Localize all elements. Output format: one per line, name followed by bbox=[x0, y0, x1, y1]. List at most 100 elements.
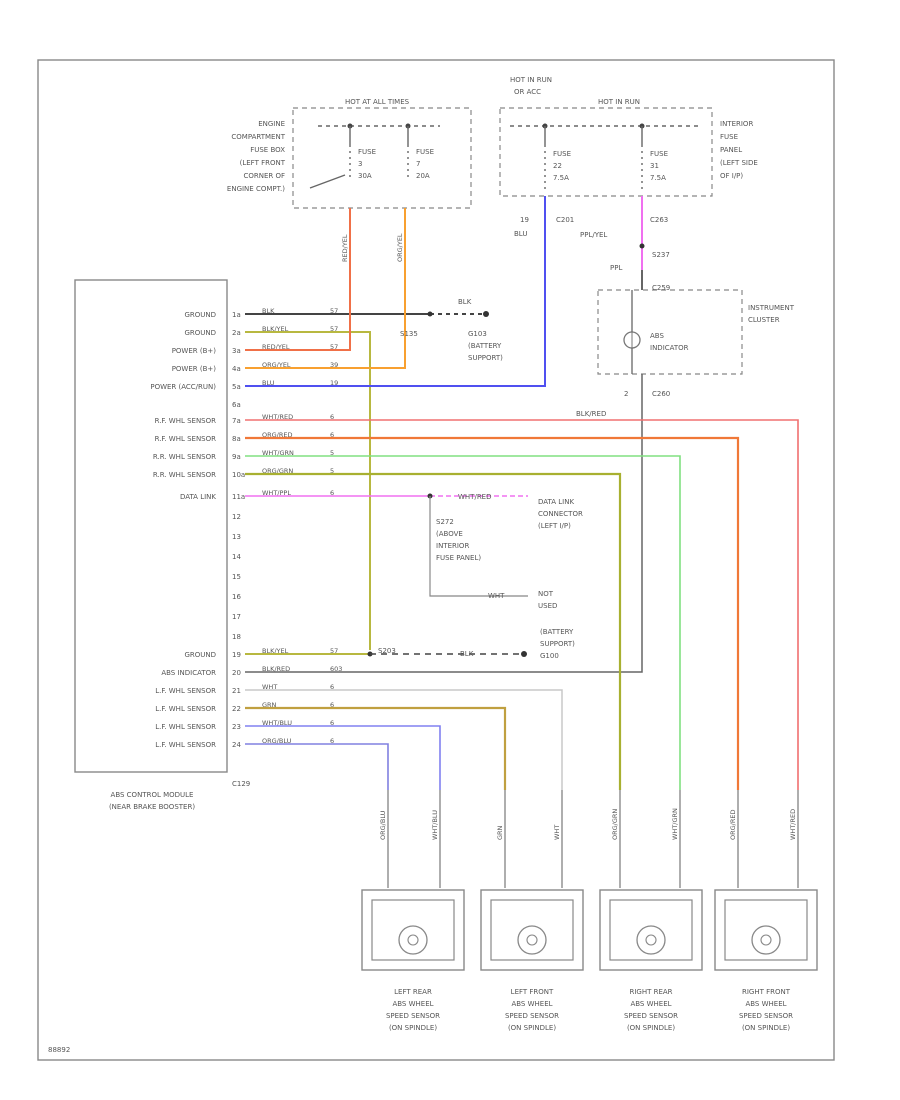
svg-text:WHT: WHT bbox=[488, 592, 505, 600]
svg-text:(BATTERY: (BATTERY bbox=[540, 628, 574, 636]
sensor-name-line: (ON SPINDLE) bbox=[389, 1024, 437, 1032]
splice-dot bbox=[521, 651, 527, 657]
wire bbox=[245, 374, 643, 673]
wire bbox=[429, 496, 528, 597]
sensor-name-line: RIGHT REAR bbox=[629, 988, 672, 996]
wire bbox=[245, 240, 546, 387]
svg-text:7.5A: 7.5A bbox=[553, 174, 569, 182]
svg-text:C201: C201 bbox=[556, 216, 574, 224]
circuit-number: 6 bbox=[330, 683, 334, 691]
pin-number: 12 bbox=[232, 513, 241, 521]
svg-text:FUSE: FUSE bbox=[553, 150, 571, 158]
wire bbox=[245, 706, 507, 790]
svg-text:INSTRUMENT: INSTRUMENT bbox=[748, 304, 795, 312]
pin-number: 8a bbox=[232, 435, 241, 443]
circuit-number: 5 bbox=[330, 449, 334, 457]
wire-color-label: ORG/BLU bbox=[262, 737, 292, 745]
module-pin-row: 12 bbox=[232, 513, 241, 521]
sensor-wire-label: ORG/BLU bbox=[379, 810, 387, 840]
wire bbox=[245, 436, 740, 790]
wire bbox=[245, 208, 351, 351]
sensor-body bbox=[599, 889, 703, 971]
wire-color-label: WHT bbox=[262, 683, 277, 691]
svg-text:CLUSTER: CLUSTER bbox=[748, 316, 780, 324]
sensor-wire-label: WHT bbox=[553, 825, 561, 840]
pin-function-label: L.F. WHL SENSOR bbox=[155, 723, 216, 731]
abs-control-module: C129 ABS CONTROL MODULE (NEAR BRAKE BOOS… bbox=[74, 279, 250, 811]
wire-color-label: BLK bbox=[262, 307, 275, 315]
pin-function-label: R.R. WHL SENSOR bbox=[153, 471, 216, 479]
sensor-wire-label: ORG/GRN bbox=[611, 809, 619, 840]
wire-color-label: GRN bbox=[262, 701, 277, 709]
svg-text:CORNER OF: CORNER OF bbox=[243, 172, 285, 180]
svg-text:NOT: NOT bbox=[538, 590, 554, 598]
svg-text:SUPPORT): SUPPORT) bbox=[540, 640, 575, 648]
svg-text:(BATTERY: (BATTERY bbox=[468, 342, 502, 350]
svg-text:7.5A: 7.5A bbox=[650, 174, 666, 182]
sensor-wire-label: GRN bbox=[496, 825, 504, 840]
splice-dot bbox=[639, 243, 645, 249]
circuit-number: 57 bbox=[330, 325, 338, 333]
circuit-number: 5 bbox=[330, 467, 334, 475]
svg-text:S203: S203 bbox=[378, 647, 396, 655]
svg-text:PPL: PPL bbox=[610, 264, 622, 272]
module-pin-row: 17 bbox=[232, 613, 241, 621]
circuit-number: 57 bbox=[330, 647, 338, 655]
pin-number: 17 bbox=[232, 613, 241, 621]
svg-text:(LEFT SIDE: (LEFT SIDE bbox=[720, 159, 758, 167]
sensor-name-line: SPEED SENSOR bbox=[505, 1012, 559, 1020]
svg-text:FUSE PANEL): FUSE PANEL) bbox=[436, 554, 481, 562]
pin-number: 11a bbox=[232, 493, 245, 501]
pin-number: 4a bbox=[232, 365, 241, 373]
svg-text:BLU: BLU bbox=[514, 230, 527, 238]
wire bbox=[245, 472, 622, 790]
pin-function-label: L.F. WHL SENSOR bbox=[155, 741, 216, 749]
pin-number: 6a bbox=[232, 401, 241, 409]
svg-text:19: 19 bbox=[520, 216, 529, 224]
wire-color-label: RED/YEL bbox=[262, 343, 290, 351]
sensor-wire-label: ORG/RED bbox=[729, 810, 737, 841]
pin-number: 23 bbox=[232, 723, 241, 731]
svg-text:ABS: ABS bbox=[650, 332, 664, 340]
svg-text:20A: 20A bbox=[416, 172, 430, 180]
wire-color-label: WHT/BLU bbox=[262, 719, 292, 727]
wire bbox=[245, 455, 681, 790]
pin-function-label: POWER (B+) bbox=[172, 365, 217, 373]
svg-text:HOT IN RUN: HOT IN RUN bbox=[598, 98, 640, 106]
svg-text:ENGINE: ENGINE bbox=[258, 120, 285, 128]
ground-g103: S135 BLK G103 (BATTERY SUPPORT) bbox=[400, 298, 503, 362]
pin-number: 18 bbox=[232, 633, 241, 641]
svg-text:INDICATOR: INDICATOR bbox=[650, 344, 689, 352]
sensor-name-line: (ON SPINDLE) bbox=[627, 1024, 675, 1032]
svg-text:30A: 30A bbox=[358, 172, 372, 180]
circuit-number: 6 bbox=[330, 719, 334, 727]
pin-function-label: GROUND bbox=[184, 651, 216, 659]
svg-text:(LEFT I/P): (LEFT I/P) bbox=[538, 522, 571, 530]
wire bbox=[245, 208, 406, 369]
ground-g100: S203 BLK (BATTERY SUPPORT) G100 bbox=[378, 628, 575, 660]
svg-text:COMPARTMENT: COMPARTMENT bbox=[231, 133, 285, 141]
svg-text:FUSE: FUSE bbox=[650, 150, 668, 158]
engine-fuse-box: HOT AT ALL TIMES ENGINE COMPARTMENT FUSE… bbox=[227, 98, 472, 209]
wire bbox=[245, 743, 389, 790]
pin-function-label: ABS INDICATOR bbox=[161, 669, 216, 677]
sensor-name-line: ABS WHEEL bbox=[392, 1000, 433, 1008]
module-pin-row: 6a bbox=[232, 401, 241, 409]
circuit-number: 57 bbox=[330, 343, 338, 351]
pin-function-label: L.F. WHL SENSOR bbox=[155, 705, 216, 713]
sensor-name-line: LEFT REAR bbox=[394, 988, 432, 996]
svg-text:FUSE BOX: FUSE BOX bbox=[250, 146, 285, 154]
pin-number: 16 bbox=[232, 593, 241, 601]
sensor-body bbox=[714, 889, 818, 971]
circuit-number: 19 bbox=[330, 379, 338, 387]
wire-color-label: RED/YEL bbox=[341, 234, 349, 262]
sensor-name-line: (ON SPINDLE) bbox=[508, 1024, 556, 1032]
pin-function-label: GROUND bbox=[184, 329, 216, 337]
svg-text:SUPPORT): SUPPORT) bbox=[468, 354, 503, 362]
